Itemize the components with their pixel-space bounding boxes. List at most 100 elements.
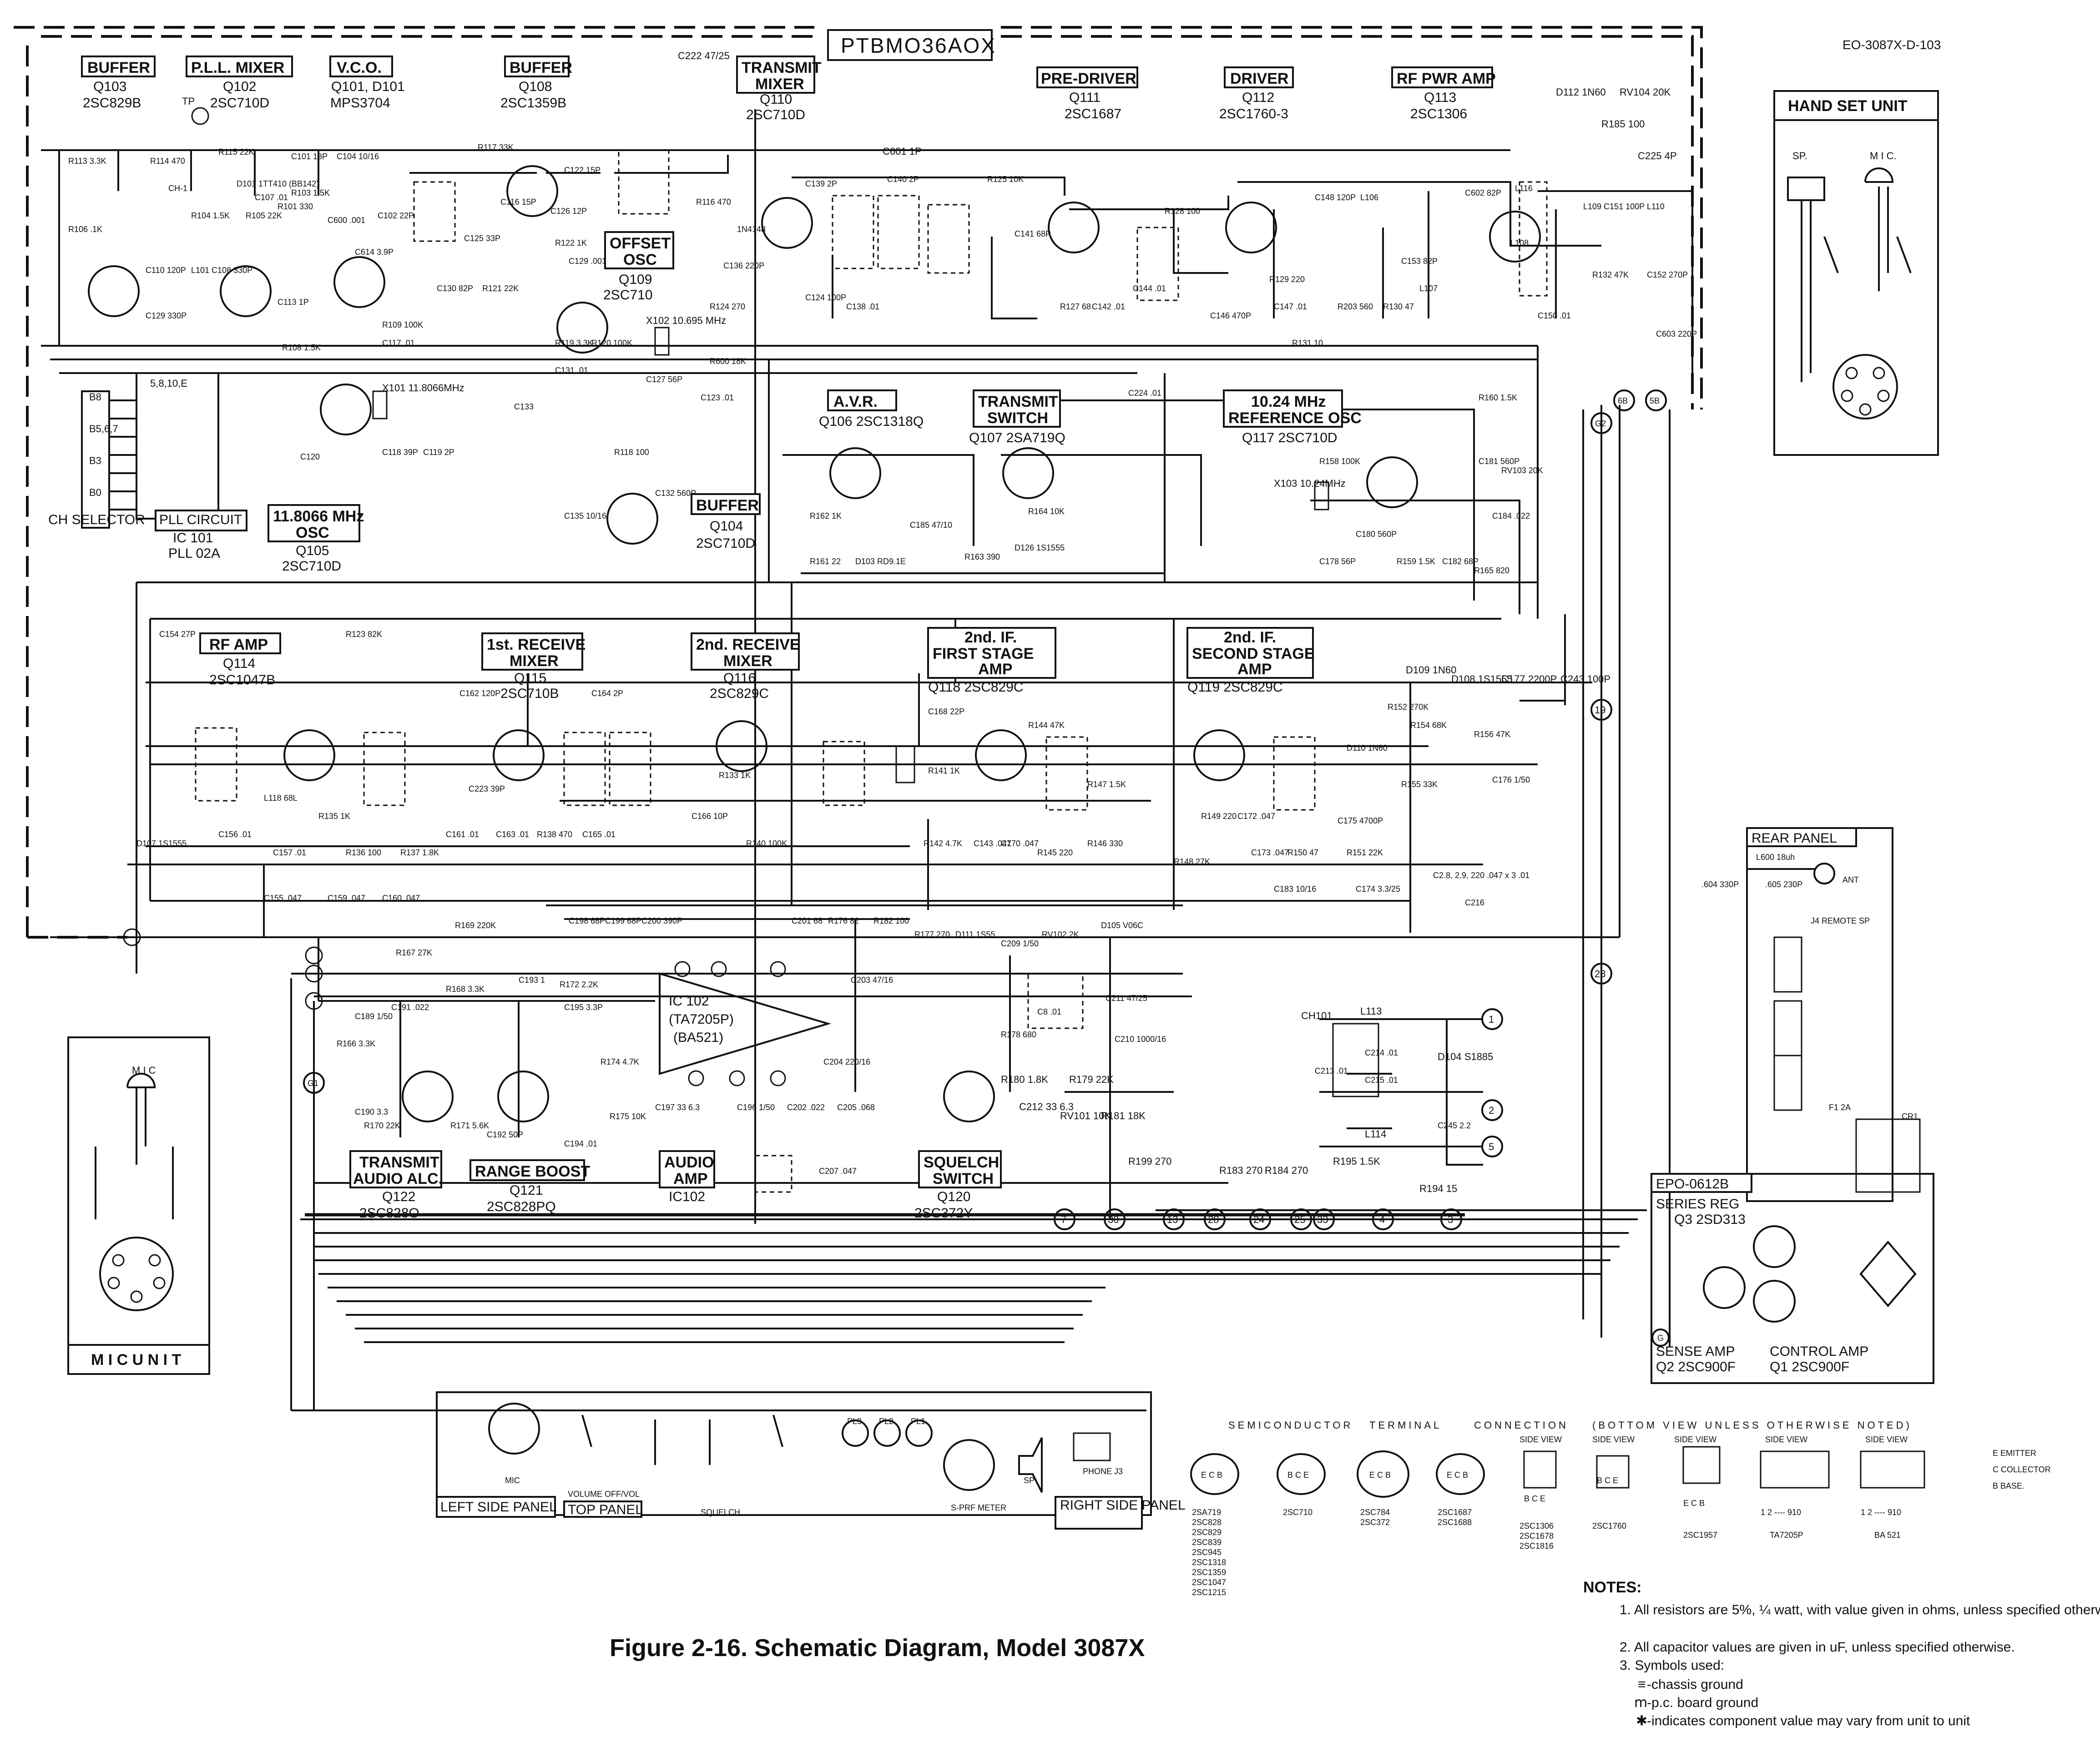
svg-text:C178 56P: C178 56P	[1319, 557, 1356, 566]
svg-text:R174 4.7K: R174 4.7K	[601, 1057, 639, 1066]
svg-text:C126 12P: C126 12P	[550, 207, 587, 216]
svg-text:VOLUME OFF/VOL: VOLUME OFF/VOL	[568, 1490, 640, 1499]
svg-text:IC 102: IC 102	[669, 994, 709, 1009]
svg-text:C173 .047: C173 .047	[1251, 848, 1289, 857]
svg-text:Q104: Q104	[710, 519, 743, 534]
svg-text:C135 10/16: C135 10/16	[564, 511, 606, 520]
svg-text:R184 270: R184 270	[1265, 1165, 1308, 1176]
svg-text:C180 560P: C180 560P	[1356, 530, 1397, 539]
svg-text:RV103 20K: RV103 20K	[1501, 466, 1543, 475]
svg-text:C155 .047: C155 .047	[264, 894, 302, 903]
board-name-box	[827, 29, 993, 61]
svg-text:L600 18uh: L600 18uh	[1756, 853, 1795, 862]
svg-text:L108: L108	[1510, 238, 1529, 248]
transistor-q120-symbol	[943, 1071, 995, 1122]
svg-text:2SC1678: 2SC1678	[1519, 1531, 1554, 1541]
svg-text:R151 22K: R151 22K	[1347, 848, 1383, 857]
svg-text:C175 4700P: C175 4700P	[1338, 816, 1383, 825]
svg-text:R148 27K: R148 27K	[1174, 857, 1210, 866]
svg-text:2SC710B: 2SC710B	[500, 686, 559, 701]
svg-text:C159 .047: C159 .047	[328, 894, 365, 903]
svg-text:ⅿ: ⅿ	[1634, 1695, 1647, 1710]
svg-text:C181 560P: C181 560P	[1479, 457, 1519, 466]
svg-text:2SC1306: 2SC1306	[1410, 106, 1467, 121]
svg-text:C2.8, 2.9, 220 .047 x 3 .01: C2.8, 2.9, 220 .047 x 3 .01	[1433, 871, 1530, 880]
svg-text:C214 .01: C214 .01	[1365, 1048, 1398, 1057]
transistor-q121-symbol	[497, 1071, 549, 1122]
svg-text:L116: L116	[1515, 184, 1533, 193]
svg-text:C164 2P: C164 2P	[591, 689, 623, 698]
svg-text:PL3: PL3	[847, 1417, 862, 1426]
transistor-q111-symbol	[1048, 202, 1100, 253]
svg-text:CONTROL AMP: CONTROL AMP	[1770, 1344, 1868, 1359]
svg-text:R163 390: R163 390	[964, 552, 1000, 561]
svg-text:TERMINAL: TERMINAL	[1369, 1420, 1442, 1431]
svg-text:2SC1359: 2SC1359	[1192, 1568, 1226, 1577]
svg-text:R171 5.6K: R171 5.6K	[450, 1121, 489, 1130]
svg-text:L114: L114	[1365, 1128, 1386, 1140]
svg-text:E C B: E C B	[1369, 1470, 1391, 1480]
svg-text:C166 10P: C166 10P	[692, 812, 728, 821]
svg-text:C113 1P: C113 1P	[278, 298, 309, 307]
svg-text:24: 24	[1253, 1214, 1264, 1225]
svg-text:R182 100: R182 100	[873, 916, 909, 925]
svg-text:X101 11.8066MHz: X101 11.8066MHz	[382, 382, 464, 394]
svg-text:2SC1215: 2SC1215	[1192, 1588, 1226, 1597]
svg-text:C136 220P: C136 220P	[723, 261, 764, 270]
svg-text:MIXER: MIXER	[510, 652, 559, 670]
svg-text:R106 .1K: R106 .1K	[68, 225, 102, 234]
svg-text:R136 100: R136 100	[346, 848, 381, 857]
svg-text:R166 3.3K: R166 3.3K	[337, 1039, 375, 1048]
svg-text:R154 68K: R154 68K	[1410, 721, 1447, 730]
svg-text:PL1: PL1	[911, 1417, 925, 1426]
svg-text:R121 22K: R121 22K	[482, 284, 519, 293]
svg-text:-p.c. board ground: -p.c. board ground	[1647, 1695, 1758, 1710]
svg-text:C601 1P: C601 1P	[883, 146, 922, 157]
svg-text:R170 22K: R170 22K	[364, 1121, 400, 1130]
svg-text:D108 1S1555: D108 1S1555	[1451, 673, 1513, 685]
svg-text:SIDE VIEW: SIDE VIEW	[1674, 1435, 1716, 1444]
svg-text:2SC1047: 2SC1047	[1192, 1578, 1226, 1587]
hand-set-title: HAND SET UNIT	[1788, 97, 1908, 115]
svg-text:D111 1S55: D111 1S55	[955, 930, 995, 939]
svg-text:R183 270: R183 270	[1219, 1165, 1262, 1176]
ic102-title: AUDIO	[664, 1154, 714, 1171]
svg-text:R133 1K: R133 1K	[719, 771, 751, 780]
svg-text:C104 10/16: C104 10/16	[337, 152, 379, 161]
svg-text:C192 50P: C192 50P	[487, 1130, 523, 1139]
svg-text:R127 68: R127 68	[1060, 302, 1091, 311]
svg-text:1. All resistors are 5%, ¼ wat: 1. All resistors are 5%, ¼ watt, with va…	[1620, 1602, 2100, 1617]
crystals: X101 11.8066MHz X102 10.695 MHz X103 10.…	[372, 315, 1346, 510]
stage-labels-upper: BUFFER Q103 2SC829B P.L.L. MIXER Q102 2S…	[81, 56, 1496, 574]
svg-text:R175 10K: R175 10K	[610, 1112, 646, 1121]
svg-text:C185 47/10: C185 47/10	[910, 520, 952, 530]
svg-text:C131 .01: C131 .01	[555, 366, 588, 375]
svg-text:C603 220P: C603 220P	[1656, 329, 1697, 338]
svg-text:R160 1.5K: R160 1.5K	[1479, 393, 1517, 402]
svg-text:Q120: Q120	[937, 1189, 970, 1204]
svg-text:C148 120P: C148 120P	[1315, 193, 1356, 202]
svg-text:C152 270P: C152 270P	[1647, 270, 1688, 279]
q101-title: V.C.O.	[337, 59, 382, 76]
svg-text:B5,6,7: B5,6,7	[89, 423, 118, 434]
svg-text:TP: TP	[182, 96, 195, 107]
svg-text:C184 .022: C184 .022	[1492, 511, 1530, 520]
svg-text:F1 2A: F1 2A	[1829, 1103, 1851, 1112]
q108-title: BUFFER	[510, 59, 572, 76]
svg-text:-chassis ground: -chassis ground	[1647, 1677, 1743, 1692]
svg-text:R162 1K: R162 1K	[810, 511, 842, 520]
svg-text:D105 V06C: D105 V06C	[1101, 921, 1143, 930]
transistor-q110-symbol	[761, 197, 813, 249]
svg-text:6B: 6B	[1618, 396, 1628, 405]
svg-text:C209 1/50: C209 1/50	[1001, 939, 1039, 948]
svg-text:R199 270: R199 270	[1128, 1156, 1171, 1167]
svg-text:R108 1.5K: R108 1.5K	[282, 343, 321, 352]
svg-text:C129 330P: C129 330P	[146, 311, 187, 320]
svg-text:C156 .01: C156 .01	[218, 830, 252, 839]
svg-text:Q118 2SC829C: Q118 2SC829C	[928, 680, 1024, 695]
audio-section: CH101 L113 L114 D104 S1885 R194 15 R195 …	[318, 916, 1493, 1219]
svg-text:TA7205P: TA7205P	[1770, 1531, 1803, 1540]
svg-text:R178 680: R178 680	[1001, 1030, 1036, 1039]
svg-text:2SC710: 2SC710	[603, 288, 652, 303]
svg-text:Q102: Q102	[223, 79, 256, 94]
